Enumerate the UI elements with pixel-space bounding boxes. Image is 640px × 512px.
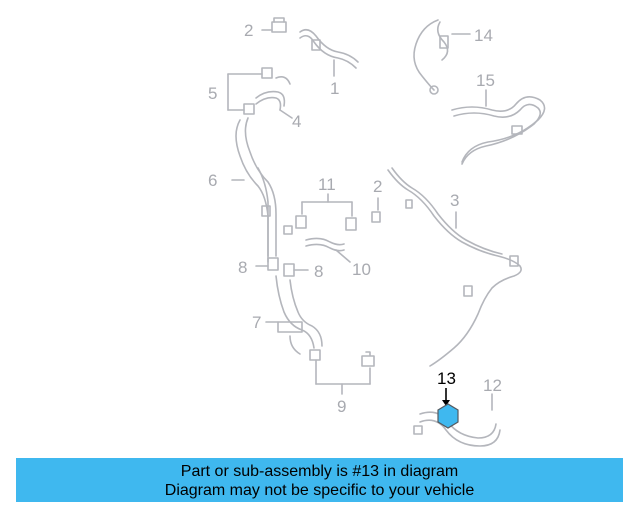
- callout-10: 10: [352, 260, 371, 279]
- part-5-bracket: [227, 67, 273, 115]
- part-6-pipe: [231, 117, 293, 263]
- callout-5: 5: [208, 84, 218, 103]
- part-12-hose: [413, 393, 501, 447]
- callout-7: 7: [252, 313, 262, 332]
- part-11-bracket: [295, 193, 357, 231]
- callout-15: 15: [476, 71, 495, 90]
- callout-14: 14: [474, 26, 493, 45]
- callout-2-top: 2: [244, 21, 254, 40]
- callout-9: 9: [337, 397, 347, 416]
- part-3-line: [387, 167, 522, 367]
- info-banner: Part or sub-assembly is #13 in diagram D…: [16, 458, 623, 502]
- callout-1: 1: [330, 79, 340, 98]
- part-15-pipe: [451, 89, 546, 165]
- callout-12: 12: [483, 376, 502, 395]
- part-2-clip-mid: [371, 197, 381, 223]
- callout-8-left: 8: [238, 258, 248, 277]
- part-9-bracket: [309, 349, 375, 395]
- part-4-hose: [255, 76, 293, 119]
- part-13-highlighted: [437, 388, 459, 429]
- callout-13: 13: [437, 369, 456, 388]
- callout-2-mid: 2: [373, 177, 383, 196]
- part-7-hose: [265, 275, 323, 355]
- part-1-hose: [299, 28, 359, 77]
- banner-line-2: Diagram may not be specific to your vehi…: [164, 482, 475, 499]
- banner-line-1: Part or sub-assembly is #13 in diagram: [180, 463, 459, 480]
- part-2-clamp-top: [261, 17, 287, 33]
- part-14-wire: [413, 19, 471, 95]
- part-10-hose: [305, 237, 351, 263]
- callout-6: 6: [208, 171, 218, 190]
- callout-4: 4: [292, 112, 302, 131]
- callout-11: 11: [318, 175, 336, 194]
- part-8-clamps: [255, 257, 309, 277]
- callout-8-right: 8: [314, 262, 324, 281]
- callout-3: 3: [450, 191, 460, 210]
